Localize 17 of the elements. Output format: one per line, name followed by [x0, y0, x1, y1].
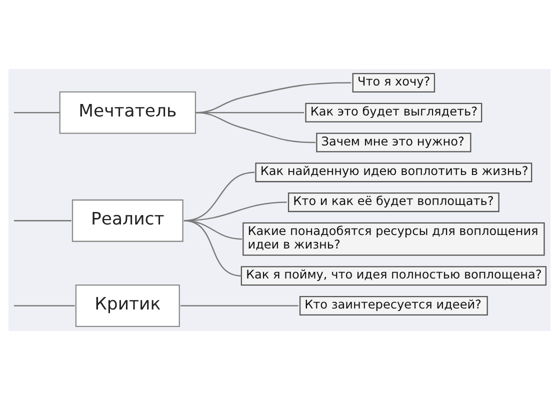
- connector: [180, 305, 298, 306]
- node-box: Кто заинтересуется идеей?: [299, 296, 488, 316]
- node-box: Зачем мне это нужно?: [316, 132, 472, 152]
- node-box: Как это будет выглядеть?: [305, 102, 482, 122]
- connector: [184, 220, 242, 276]
- connector: [195, 112, 316, 144]
- node-box: Что я хочу?: [352, 73, 436, 93]
- node-box: Как я пойму, что идея полностью воплощена?: [240, 266, 546, 286]
- node-box: Мечтатель: [59, 91, 196, 134]
- node-box: Какие понадобятся ресурсы для воплощения идеи в жизнь?: [242, 222, 545, 256]
- connector: [14, 112, 60, 114]
- connector: [14, 220, 72, 222]
- node-box: Реалист: [72, 199, 184, 242]
- node-box: Как найденную идею воплотить в жизнь?: [255, 162, 532, 182]
- node-box: Критик: [75, 284, 180, 327]
- connector: [14, 305, 75, 306]
- node-box: Кто и как её будет воплощать?: [288, 192, 500, 212]
